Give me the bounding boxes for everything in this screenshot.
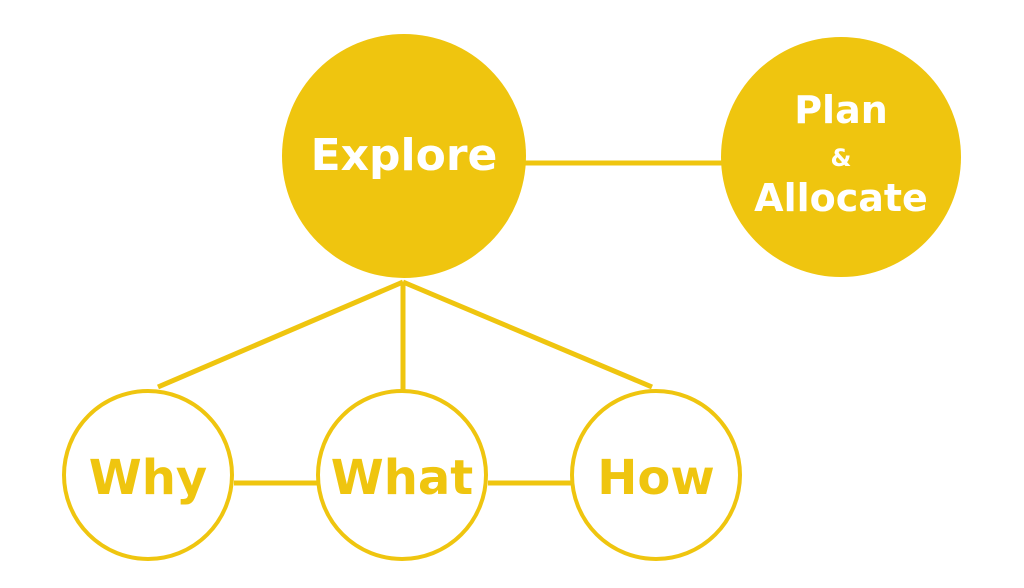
node-why-circle [62, 389, 234, 561]
node-what-circle [316, 389, 488, 561]
node-why-label: Why [89, 450, 207, 506]
node-plan-label-line1: Plan [794, 88, 888, 132]
node-plan-label-line3: Allocate [754, 176, 928, 220]
node-what: What [316, 389, 488, 561]
node-how-label: How [597, 450, 715, 506]
node-how-circle [570, 389, 742, 561]
node-plan-label-line2: & [831, 144, 852, 172]
connectors [157, 160, 728, 486]
node-what-label: What [331, 450, 473, 506]
node-explore-label: Explore [311, 130, 498, 181]
node-explore: Explore [282, 34, 526, 278]
node-plan-allocate: Plan & Allocate [721, 37, 961, 277]
connector-explore-why [157, 279, 404, 390]
node-how: How [570, 389, 742, 561]
connector-explore-how [402, 279, 653, 390]
node-explore-circle [282, 34, 526, 278]
node-why: Why [62, 389, 234, 561]
node-plan-allocate-circle [721, 37, 961, 277]
